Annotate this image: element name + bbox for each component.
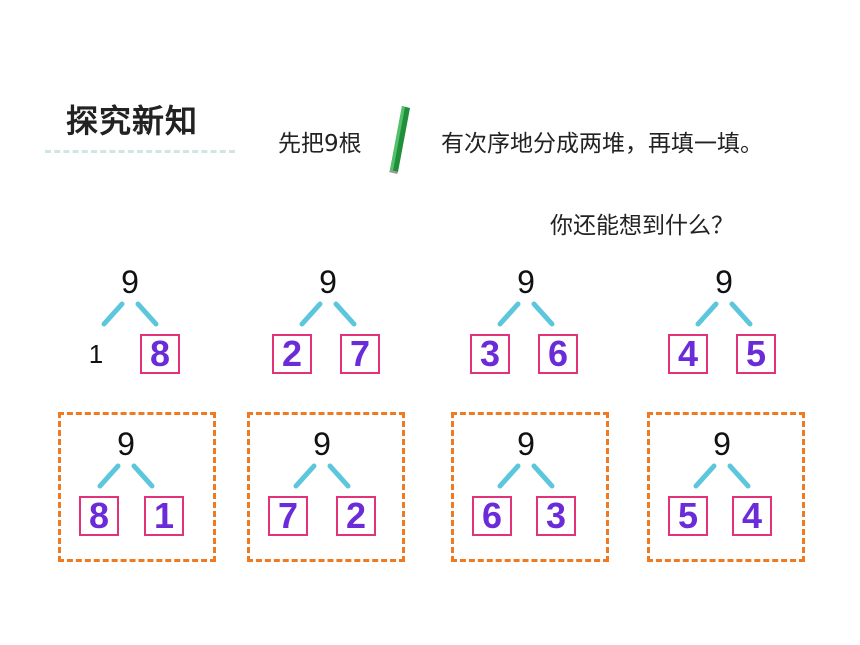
right-part-box[interactable]: 8 <box>140 333 180 374</box>
decomposition-top-2: 9 2 7 <box>268 264 388 384</box>
bottom-frame-4 <box>647 412 805 562</box>
right-part-box[interactable]: 5 <box>736 333 776 374</box>
decomposition-bottom-4: 9 5 4 <box>662 426 782 546</box>
section-title: 探究新知 <box>66 102 199 140</box>
decomposition-top-1: 9 1 8 <box>70 264 190 384</box>
branch-lines <box>97 463 155 489</box>
branch-lines <box>695 301 753 327</box>
bottom-frame-1 <box>58 412 216 562</box>
left-part-box[interactable]: 2 <box>272 333 312 374</box>
right-part-box[interactable]: 2 <box>336 495 376 536</box>
branch-lines <box>101 301 159 327</box>
total-number: 9 <box>319 264 337 300</box>
instruction-text-part1: 先把9根 <box>278 131 362 157</box>
followup-question: 你还能想到什么？ <box>550 213 734 239</box>
branch-lines <box>293 463 351 489</box>
branch-lines <box>693 463 751 489</box>
total-number: 9 <box>117 426 135 462</box>
left-part-plain: 1 <box>88 338 104 369</box>
right-part-box[interactable]: 1 <box>144 495 184 536</box>
branch-lines <box>299 301 357 327</box>
decomposition-bottom-2: 9 7 2 <box>262 426 382 546</box>
decomposition-bottom-3: 9 6 3 <box>466 426 586 546</box>
bottom-frame-2 <box>247 412 405 562</box>
total-number: 9 <box>313 426 331 462</box>
left-part-box[interactable]: 3 <box>470 333 510 374</box>
right-part-box[interactable]: 7 <box>340 333 380 374</box>
total-number: 9 <box>121 264 139 300</box>
right-part-box[interactable]: 6 <box>538 333 578 374</box>
branch-lines <box>497 301 555 327</box>
left-part-box[interactable]: 6 <box>472 495 512 536</box>
left-part-box[interactable]: 5 <box>668 495 708 536</box>
right-part-box[interactable]: 3 <box>536 495 576 536</box>
decomposition-bottom-1: 9 8 1 <box>66 426 186 546</box>
instruction-text-part2: 有次序地分成两堆，再填一填。 <box>441 131 763 157</box>
right-part-box[interactable]: 4 <box>732 495 772 536</box>
stick-icon <box>389 106 410 174</box>
decomposition-top-4: 9 4 5 <box>664 264 784 384</box>
total-number: 9 <box>517 264 535 300</box>
total-number: 9 <box>517 426 535 462</box>
left-part-box[interactable]: 4 <box>668 333 708 374</box>
left-part-box[interactable]: 8 <box>79 495 119 536</box>
decomposition-top-3: 9 3 6 <box>466 264 586 384</box>
total-number: 9 <box>713 426 731 462</box>
bottom-frame-3 <box>451 412 609 562</box>
left-part-box[interactable]: 7 <box>268 495 308 536</box>
total-number: 9 <box>715 264 733 300</box>
title-underline <box>45 150 235 153</box>
branch-lines <box>497 463 555 489</box>
